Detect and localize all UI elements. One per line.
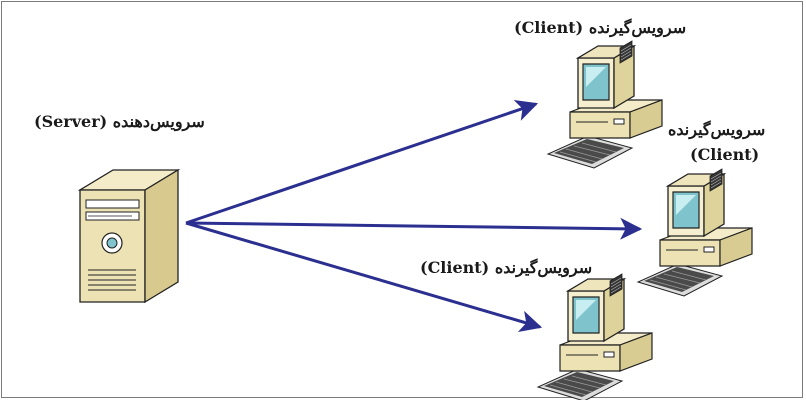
client-computer-2-icon	[637, 168, 753, 297]
client-2-tag: (Client)	[690, 145, 760, 164]
server-tag: (Server)	[34, 112, 108, 131]
client-1-name: سرویس‌گیرنده	[588, 18, 687, 37]
client-computer-3-icon	[537, 273, 653, 400]
server-name: سرویس‌دهنده	[112, 112, 205, 131]
client-computer-1-icon	[547, 40, 663, 169]
client-1-tag: (Client)	[514, 18, 584, 37]
client-3-label: (Client) سرویس‌گیرنده	[420, 258, 592, 278]
server-icon	[77, 168, 181, 304]
arrow-to-client-1	[185, 99, 539, 225]
connection-arrows	[185, 99, 643, 332]
server-label: (Server) سرویس‌دهنده	[34, 112, 205, 132]
arrow-to-client-2	[185, 217, 643, 240]
client-2-name: سرویس‌گیرنده	[668, 120, 766, 139]
arrow-to-client-3	[185, 221, 543, 332]
client-3-name: سرویس‌گیرنده	[494, 258, 593, 277]
client-3-tag: (Client)	[420, 258, 490, 277]
client-1-label: (Client) سرویس‌گیرنده	[514, 18, 686, 38]
